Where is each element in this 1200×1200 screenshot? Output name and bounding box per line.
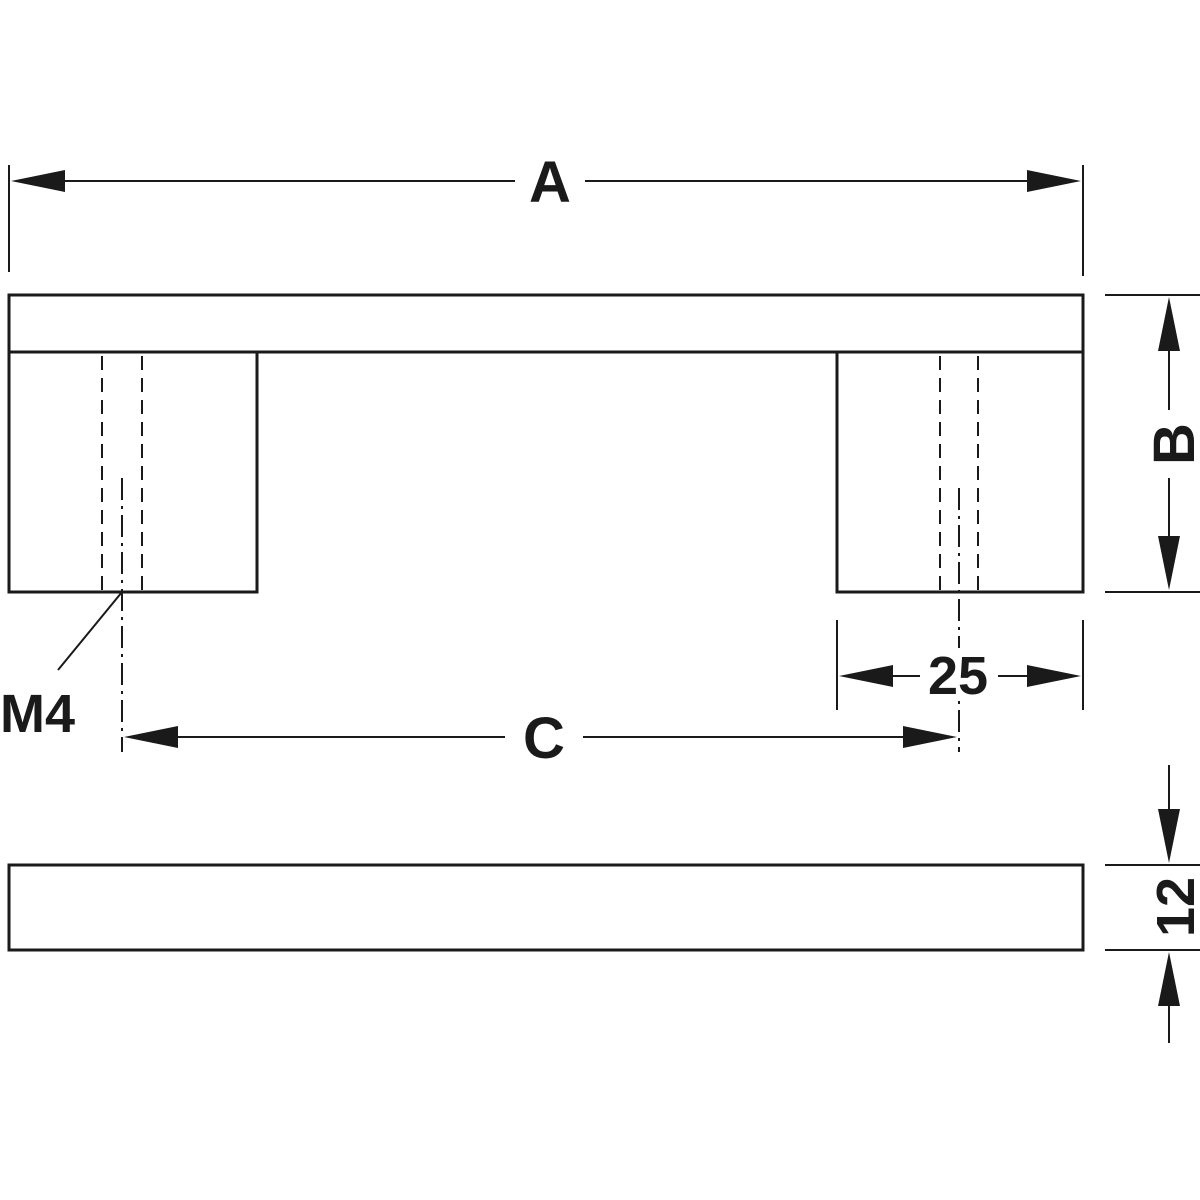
- dim-b-arrow-bottom: [1158, 536, 1180, 590]
- dim-b-label: B: [1142, 423, 1200, 465]
- side-view-bar: [7, 863, 1085, 952]
- dim-c-arrow-right: [903, 726, 957, 748]
- dimension-12: 12: [1105, 765, 1200, 1043]
- handle-top-bar: [7, 293, 1085, 354]
- dimension-25: 25: [836, 620, 1084, 710]
- dim-b-arrow-top: [1158, 297, 1180, 351]
- dim-c-arrow-left: [124, 726, 178, 748]
- dimension-c: C: [124, 706, 957, 771]
- handle-front-view: [7, 293, 1085, 752]
- dim-12-arrow-bottom: [1158, 952, 1180, 1006]
- left-leg: [7, 352, 259, 594]
- handle-side-view: [7, 863, 1085, 952]
- dim-25-label: 25: [928, 646, 988, 706]
- dim-12-arrow-top: [1158, 809, 1180, 863]
- dim-25-arrow-right: [1027, 665, 1081, 687]
- dim-12-label: 12: [1146, 877, 1200, 937]
- thread-callout: M4: [0, 591, 123, 744]
- dim-a-arrow-left: [11, 170, 65, 192]
- m4-leader-line: [57, 591, 123, 671]
- m4-label: M4: [0, 684, 75, 744]
- dimension-b: B: [1105, 294, 1200, 593]
- dim-c-label: C: [523, 706, 565, 771]
- dim-a-arrow-right: [1027, 170, 1081, 192]
- dimension-a: A: [8, 150, 1084, 276]
- dim-25-arrow-left: [839, 665, 893, 687]
- dim-a-label: A: [529, 150, 571, 215]
